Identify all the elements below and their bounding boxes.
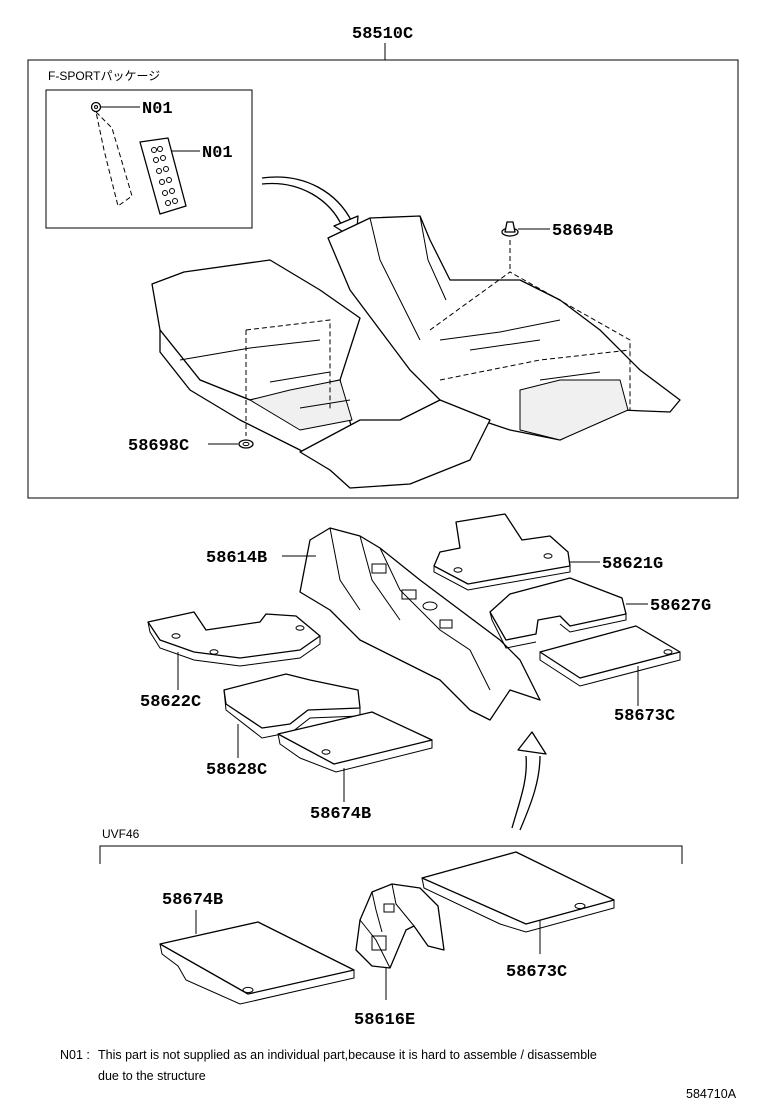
part-58622C-drawing (147, 611, 321, 667)
part-58616E-drawing (355, 883, 445, 969)
label-f-sport-package: F-SPORTパッケージ (48, 69, 160, 83)
label-58628C: 58628C (206, 761, 267, 780)
label-58616E: 58616E (354, 1011, 415, 1030)
label-58674B-bottom: 58674B (162, 891, 223, 910)
note-line-1: This part is not supplied as an individu… (98, 1048, 597, 1062)
label-58510C: 58510C (352, 25, 413, 44)
note-line-2: due to the structure (98, 1069, 206, 1083)
part-58627G-drawing (489, 577, 627, 649)
part-58674B-bottom-drawing (159, 921, 355, 1005)
variant-bracket (99, 845, 683, 864)
note-code: N01 : (60, 1048, 90, 1062)
label-n01-clip: N01 (142, 100, 173, 119)
part-58673C-top-drawing (539, 625, 681, 687)
part-58614B-drawing (299, 527, 541, 721)
part-58621G-drawing (433, 513, 571, 591)
label-58698C: 58698C (128, 437, 189, 456)
label-58614B: 58614B (206, 549, 267, 568)
grommet-58698C-drawing (238, 439, 254, 449)
n01-clip-drawing (90, 101, 102, 113)
label-58674B-top: 58674B (310, 805, 371, 824)
n01-footrest-plate-drawing (95, 110, 187, 215)
assembly-frame (27, 59, 739, 499)
label-variant-uvf46: UVF46 (102, 827, 140, 841)
label-58694B: 58694B (552, 222, 613, 241)
part-58674B-top-drawing (277, 711, 433, 773)
floor-carpet-assembly-drawing (151, 215, 681, 489)
label-58673C-bottom: 58673C (506, 963, 567, 982)
clip-58694B-drawing (501, 221, 519, 237)
label-58627G: 58627G (650, 597, 711, 616)
label-58621G: 58621G (602, 555, 663, 574)
label-58673C-top: 58673C (614, 707, 675, 726)
f-sport-inset-frame (45, 89, 253, 229)
figure-id: 584710A (686, 1087, 737, 1101)
label-n01-plate: N01 (202, 144, 233, 163)
label-58622C: 58622C (140, 693, 201, 712)
upward-arrow-icon (511, 731, 547, 831)
part-58673C-bottom-drawing (421, 851, 615, 933)
